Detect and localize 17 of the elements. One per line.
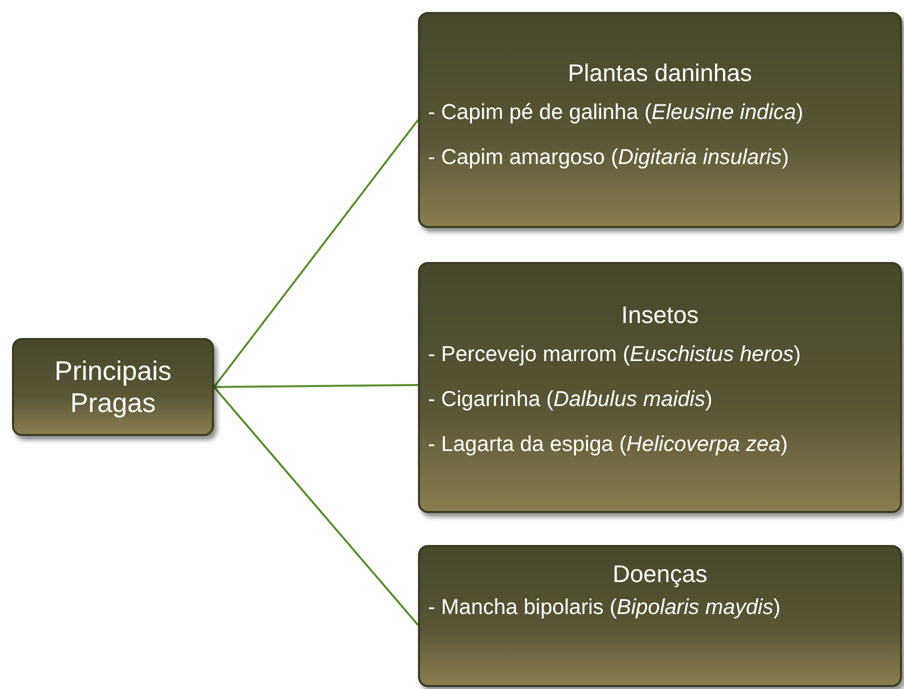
pest-item: - Mancha bipolaris (Bipolaris maydis) xyxy=(428,595,782,620)
pest-item: - Cigarrinha (Dalbulus maidis) xyxy=(428,387,714,412)
category-box xyxy=(418,12,902,228)
connector-line xyxy=(213,386,419,626)
connector-line xyxy=(214,384,418,388)
pest-item: - Capim pé de galinha (Eleusine indica) xyxy=(428,100,804,125)
pest-item: - Capim amargoso (Digitaria insularis) xyxy=(428,145,790,170)
root-label: Principais Pragas xyxy=(53,354,173,420)
category-heading: Doenças xyxy=(612,561,708,589)
category-box xyxy=(418,262,902,513)
connector-line xyxy=(213,119,419,388)
category-box xyxy=(418,545,902,687)
category-heading: Plantas daninhas xyxy=(566,60,754,88)
category-box xyxy=(12,338,214,436)
category-heading: Insetos xyxy=(620,302,700,330)
pest-item: - Lagarta da espiga (Helicoverpa zea) xyxy=(428,432,789,457)
pest-item: - Percevejo marrom (Euschistus heros) xyxy=(428,342,802,367)
